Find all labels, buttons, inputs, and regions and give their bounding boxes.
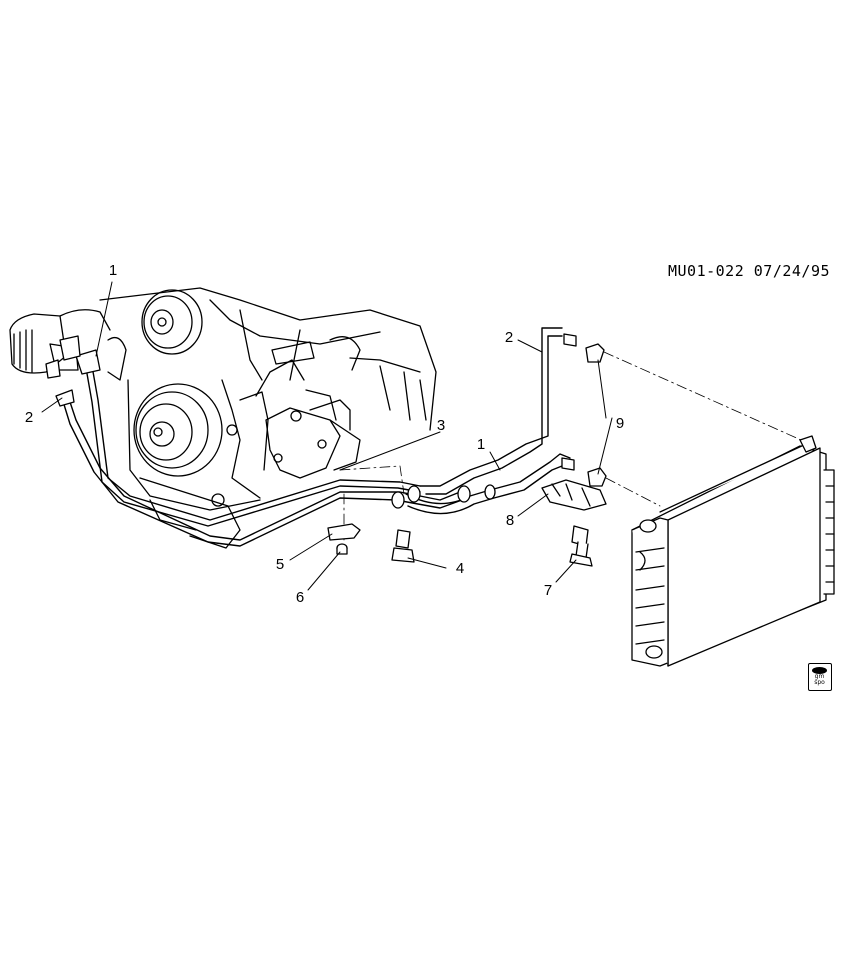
- line-fittings: [45, 335, 496, 509]
- callout-7: 7: [543, 582, 553, 599]
- badge-line-1: gm: [814, 673, 825, 680]
- nut-6: [336, 543, 348, 555]
- radiator: [631, 435, 835, 667]
- callout-1-right: 1: [476, 436, 486, 453]
- callout-5: 5: [275, 556, 285, 573]
- callout-1-left: 1: [108, 262, 118, 279]
- engine-block: [9, 287, 437, 549]
- gm-spo-badge-icon: gm spo: [808, 663, 832, 691]
- callout-2-left: 2: [24, 409, 34, 426]
- callout-3: 3: [436, 417, 446, 434]
- document-id: MU01-022 07/24/95: [668, 262, 831, 280]
- badge-emblem: [812, 667, 827, 674]
- bracket-5: [327, 523, 361, 541]
- radiator-fittings: [561, 333, 607, 487]
- cooler-line-lower: [61, 395, 463, 547]
- callout-4: 4: [455, 560, 465, 577]
- badge-line-2: spo: [814, 679, 825, 686]
- bolt-7: [569, 525, 593, 567]
- callout-8: 8: [505, 512, 515, 529]
- callout-6: 6: [295, 589, 305, 606]
- cooler-line-upper: [85, 365, 421, 527]
- clip-8: [541, 479, 607, 511]
- callout-leaders: [41, 281, 613, 591]
- callout-2-right: 2: [504, 329, 514, 346]
- bolt-4: [391, 529, 415, 563]
- callout-9: 9: [615, 415, 625, 432]
